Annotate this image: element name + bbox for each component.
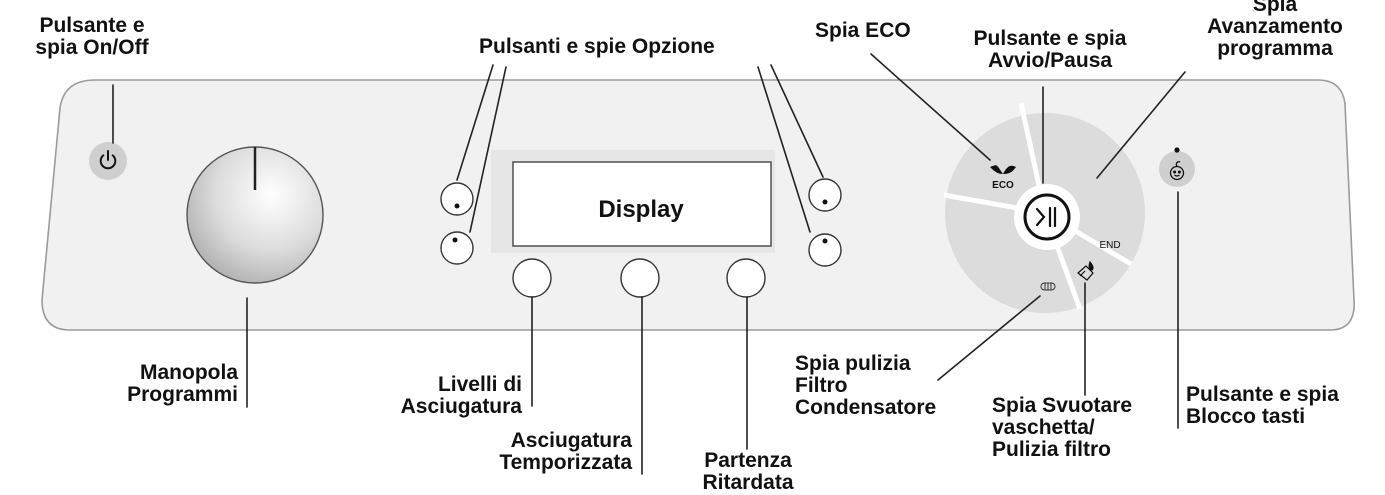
delay-start-button[interactable] — [726, 258, 766, 298]
leader-option-lt — [456, 64, 494, 181]
eco-indicator: ECO — [990, 165, 1016, 191]
child-lock-icon — [1169, 161, 1185, 181]
power-icon — [99, 150, 117, 170]
program-dial[interactable] — [186, 146, 324, 284]
option-led — [452, 237, 458, 243]
leader-option-lb — [469, 66, 507, 233]
condenser-filter-icon — [1040, 282, 1056, 291]
water-tank-icon — [1077, 260, 1094, 281]
eco-label: ECO — [992, 180, 1014, 191]
drying-levels-button[interactable] — [512, 258, 552, 298]
timed-drying-button[interactable] — [620, 258, 660, 298]
leader-option-rb — [757, 66, 811, 233]
option-button-right-top[interactable] — [808, 178, 842, 212]
leader-eco — [870, 53, 991, 161]
leaf-icon — [990, 165, 1016, 174]
label-options: Pulsanti e spie Opzione — [479, 35, 715, 58]
label-eco: Spia ECO — [815, 19, 911, 42]
option-button-left-bottom[interactable] — [440, 231, 474, 265]
play-pause-icon — [1035, 206, 1057, 228]
option-led — [822, 238, 828, 244]
leader-progress — [1096, 71, 1186, 179]
leader-condenser — [937, 295, 1041, 381]
option-button-right-bottom[interactable] — [808, 233, 842, 267]
display-text: Display — [598, 196, 684, 223]
leader-option-rt — [770, 64, 824, 178]
child-lock-button[interactable] — [1159, 147, 1195, 187]
child-lock-led — [1174, 147, 1180, 153]
option-led — [822, 199, 828, 205]
start-pause-button[interactable] — [1014, 184, 1080, 250]
leader-lines — [112, 53, 1186, 475]
option-button-left-top[interactable] — [440, 182, 474, 216]
power-button[interactable] — [89, 142, 127, 180]
option-led — [454, 203, 460, 209]
display-screen — [512, 161, 772, 247]
end-label: END — [1099, 240, 1120, 251]
